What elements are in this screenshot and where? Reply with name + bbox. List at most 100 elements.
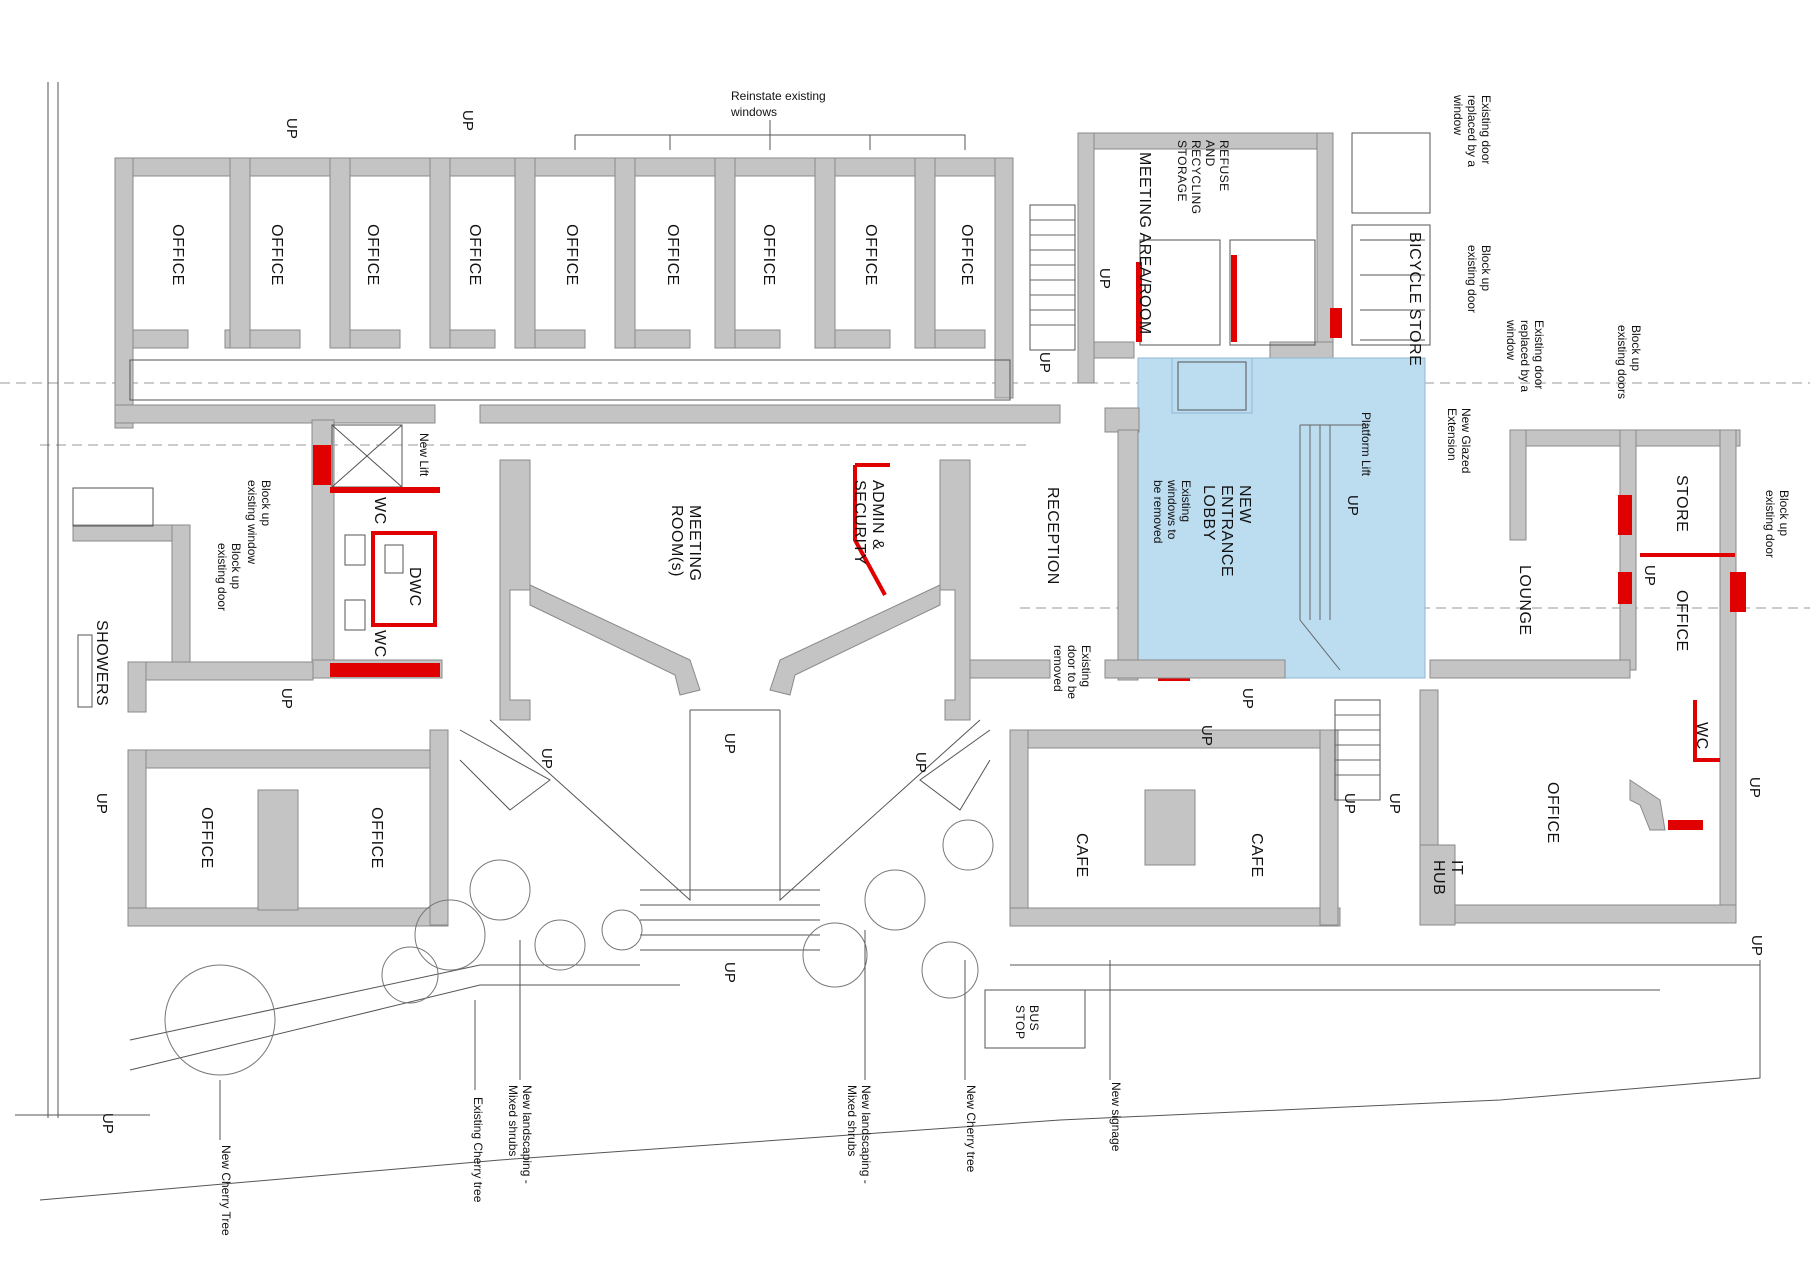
room-refuse: REFUSE AND RECYCLING STORAGE [1175, 140, 1231, 218]
up-label: UP [1036, 352, 1053, 373]
room-office-top-7: OFFICE [760, 224, 777, 286]
cherry-tree-icon [414, 899, 486, 971]
cafe-walls [1009, 729, 1341, 927]
up-label: UP [1096, 268, 1113, 289]
room-admin-security: ADMIN & SECURITY [851, 480, 886, 565]
up-label: UP [99, 1113, 116, 1134]
room-store: STORE [1673, 475, 1690, 532]
annotations: Reinstate existing windows Existing door… [215, 89, 1791, 1236]
note-block-existing-door-2: Block up existing door [1763, 490, 1791, 558]
new-infill-wc-1 [313, 445, 331, 485]
admin-new-wall [853, 465, 887, 596]
note-block-existing-door-1: Block up existing door [1465, 245, 1493, 313]
room-office-top-5: OFFICE [563, 224, 580, 286]
room-showers: SHOWERS [93, 620, 110, 706]
note-reinstate-windows: Reinstate existing windows [730, 89, 829, 119]
leader-lines-south [219, 930, 1111, 1140]
room-wc-2: WC [371, 630, 388, 658]
it-hub-walls [1419, 844, 1456, 926]
room-meeting-area: MEETING AREA/ROOM [1136, 152, 1153, 335]
up-label: UP [1746, 777, 1763, 798]
new-infill-office-e2 [1730, 572, 1746, 612]
room-labels: OFFICE OFFICE OFFICE OFFICE OFFICE OFFIC… [93, 140, 1710, 1039]
up-markers: UP UP UP UP UP UP UP UP UP UP UP UP UP U… [93, 110, 1765, 1134]
room-office-east: OFFICE [1673, 590, 1690, 652]
up-label: UP [1198, 725, 1215, 746]
leader-reinstate [574, 120, 966, 150]
note-existing-door-window-2: Existing door replaced by a window [1504, 319, 1546, 395]
note-door-removed: Existing door to be removed [1051, 645, 1093, 702]
note-new-cherry-tree-2: New Cherry tree [964, 1085, 978, 1173]
new-infill-1 [1330, 308, 1342, 338]
platform-lift-shaft [1171, 357, 1253, 414]
north-wing-walls [114, 157, 1061, 429]
new-infill-office-big [1668, 820, 1703, 830]
up-label: UP [721, 733, 738, 754]
note-existing-door-window-1: Existing door replaced by a window [1451, 94, 1493, 170]
up-label: UP [278, 688, 295, 709]
up-label: UP [1748, 935, 1765, 956]
up-label: UP [1239, 688, 1256, 709]
up-label: UP [1341, 793, 1358, 814]
room-lounge: LOUNGE [1516, 565, 1533, 636]
shrub-icon-4 [601, 909, 643, 951]
meeting-area-walls [1077, 132, 1431, 384]
new-cherry-tree-icon [164, 964, 276, 1076]
shrub-icon-6 [864, 869, 926, 931]
note-existing-cherry-tree: Existing Cherry tree [471, 1097, 485, 1203]
room-wc-1: WC [371, 497, 388, 525]
room-cafe-1: CAFE [1073, 833, 1090, 878]
shrub-icon [381, 946, 439, 1004]
up-label: UP [1344, 495, 1361, 516]
room-office-top-8: OFFICE [862, 224, 879, 286]
shrub-icon-7 [942, 819, 994, 871]
room-office-top-6: OFFICE [664, 224, 681, 286]
landscaping [164, 819, 994, 1076]
room-cafe-2: CAFE [1248, 833, 1265, 878]
shrub-icon-5 [802, 922, 868, 988]
room-office-top-9: OFFICE [958, 224, 975, 286]
room-dwc: DWC [406, 567, 423, 607]
new-partition-2 [1231, 255, 1237, 342]
shower-block-walls [72, 487, 314, 713]
room-office-top-2: OFFICE [268, 224, 285, 286]
room-office-top-4: OFFICE [466, 224, 483, 286]
up-label: UP [912, 752, 929, 773]
new-infill-office-e1 [1618, 572, 1632, 604]
stairs-cafe [1334, 699, 1381, 801]
note-platform-lift: Platform Lift [1359, 412, 1373, 477]
shrub-icon-2 [469, 859, 531, 921]
room-office-top-1: OFFICE [169, 224, 186, 286]
note-new-cherry-tree-1: New Cherry Tree [219, 1145, 233, 1236]
up-label: UP [283, 118, 300, 139]
label-bus-stop: BUS STOP [1013, 1005, 1041, 1039]
room-bicycle-store: BICYCLE STORE [1406, 232, 1423, 366]
up-label: UP [93, 793, 110, 814]
room-office-big: OFFICE [1544, 782, 1561, 844]
entrance-ramps [459, 710, 991, 951]
room-meeting-rooms: MEETING ROOM(s) [668, 505, 703, 586]
lobby-steps [1299, 424, 1370, 671]
new-wall-wc-1 [330, 487, 440, 493]
note-block-existing-door-3: Block up existing door [215, 543, 243, 611]
note-new-glazed-extension: New Glazed Extension [1445, 408, 1473, 477]
up-label: UP [459, 110, 476, 131]
dwc-new-walls [371, 531, 437, 627]
platform-lift-car [1177, 361, 1247, 411]
up-label: UP [1386, 793, 1403, 814]
room-office-sw-2: OFFICE [368, 807, 385, 869]
new-infill-store [1618, 495, 1632, 535]
bus-stop-box [984, 989, 1086, 1049]
note-block-existing-window: Block up existing window [245, 480, 273, 564]
room-office-top-3: OFFICE [364, 224, 381, 286]
site-boundary [15, 82, 1761, 1201]
sw-office-walls [127, 729, 449, 927]
note-new-lift: New Lift [417, 433, 431, 477]
new-cherry-tree-icon-2 [921, 941, 979, 999]
up-label: UP [1641, 565, 1658, 586]
bicycle-racks [1360, 239, 1425, 341]
note-landscaping-1: New landscaping - Mixed shrubs [506, 1085, 534, 1187]
new-partition-1 [1136, 262, 1142, 342]
shrub-icon-3 [534, 919, 586, 971]
room-wc-east: WC [1693, 722, 1710, 750]
